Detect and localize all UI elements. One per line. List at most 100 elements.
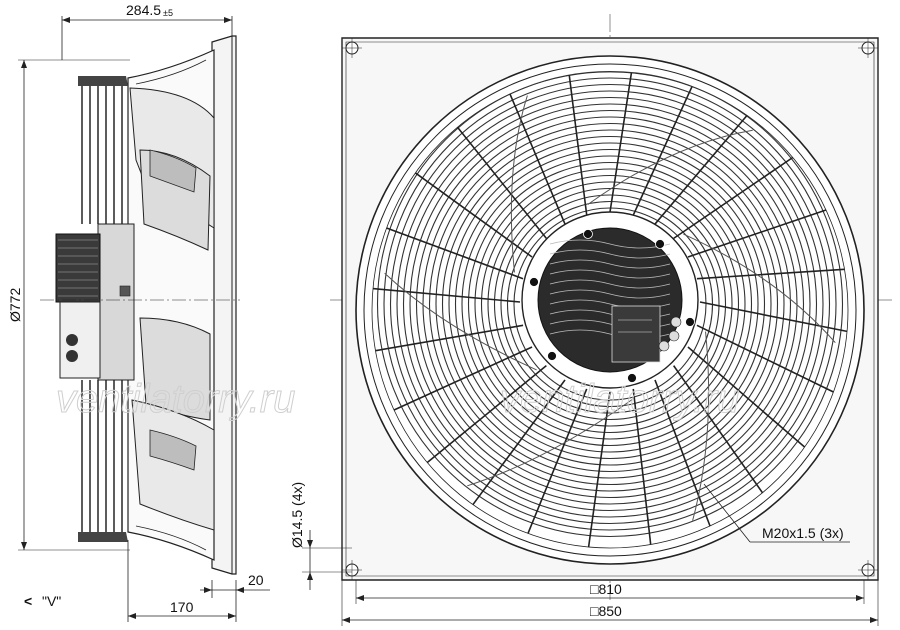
guard-spokes: [372, 72, 848, 548]
guard-spoke: [632, 388, 652, 545]
guard-spoke: [696, 324, 834, 393]
terminal-gland: [66, 334, 78, 346]
frame-outer-label: □850: [590, 603, 622, 619]
guard-ring: [422, 116, 798, 492]
guard-spoke: [696, 268, 845, 280]
watermark-right: ventilatorry.ru: [500, 377, 739, 421]
shaft-nut: [119, 285, 131, 297]
frame-inner-label: □810: [590, 581, 622, 597]
arrow-head: [21, 60, 27, 68]
arrow-head: [307, 572, 313, 580]
hub-bolt: [627, 373, 637, 383]
side-grille: [78, 76, 128, 542]
view-arrow-icon: <: [24, 593, 32, 609]
guard-ring: [493, 187, 727, 421]
cable-gland: [670, 316, 682, 328]
hub-pattern-line: [549, 289, 671, 299]
guard-ring: [415, 109, 805, 499]
motor-cooling-fins: [55, 233, 101, 303]
blade-detail: [149, 429, 197, 471]
guard-spoke: [687, 209, 827, 258]
grille-bottom: [78, 532, 128, 542]
front-view: Ø14.5 (4x) M20x1.5 (3x) □810 □850 ventil…: [289, 14, 892, 626]
arrow-head: [224, 17, 232, 23]
hub-bolt: [655, 239, 665, 249]
terminal-gland: [66, 350, 78, 362]
blade-curve: [692, 331, 710, 521]
guard-ring: [383, 77, 837, 531]
motor-hub: [537, 227, 683, 373]
guard-spoke: [609, 72, 633, 213]
guard-spoke: [426, 365, 547, 464]
arrow-head: [307, 540, 313, 548]
impeller-blades: [384, 95, 836, 521]
guard-spoke: [386, 227, 524, 280]
guard-spoke: [672, 365, 764, 494]
guard-spoke: [654, 379, 711, 527]
cable-gland: [668, 330, 680, 342]
view-label: "V": [42, 593, 61, 609]
guard-ring: [454, 148, 766, 460]
blade-curve: [467, 399, 633, 487]
guard-ring: [467, 161, 753, 447]
guard-ring: [435, 129, 785, 479]
hole-label: Ø14.5 (4x): [289, 482, 305, 548]
guard-ring: [396, 90, 824, 518]
guard-ring: [428, 122, 792, 486]
arrow-head: [204, 587, 212, 593]
grille-top: [78, 76, 128, 86]
guard-spoke: [632, 86, 693, 216]
blade-detail: [149, 149, 197, 193]
guard-spoke: [472, 379, 566, 506]
guard-spoke: [687, 346, 806, 448]
ring-contour: [135, 525, 207, 551]
guard-ring: [389, 83, 831, 525]
hub-bolt: [529, 277, 539, 287]
arrow-head: [236, 587, 244, 593]
side-view: 284.5 ±5 Ø772: [7, 2, 296, 622]
guard-spoke: [699, 301, 848, 333]
blade-curve: [683, 233, 836, 344]
guard-ring: [441, 135, 779, 473]
guard-ring: [480, 174, 740, 434]
hub-bolts: [529, 229, 695, 383]
hub-pattern-line: [549, 239, 671, 249]
frame-inner-edge: [345, 41, 875, 577]
thread-leader: [703, 483, 751, 543]
hub-bolt: [685, 317, 695, 327]
guard-ring: [448, 142, 772, 466]
depth-tolerance: ±5: [163, 8, 173, 18]
guard-spoke: [654, 114, 748, 225]
hub-bolt: [547, 351, 557, 361]
guard-spoke: [372, 287, 521, 303]
hub-pattern-line: [549, 259, 671, 269]
blade-curve: [587, 129, 753, 205]
hub-pattern-line: [549, 279, 671, 289]
guard-ring: [487, 181, 733, 427]
guard-ring: [500, 194, 720, 414]
ring-contour: [135, 59, 207, 85]
guard-spoke: [393, 346, 533, 411]
motor-body: [97, 223, 135, 381]
guard-spoke: [587, 391, 611, 548]
arrow-head: [128, 613, 136, 619]
blade-curve: [510, 95, 528, 273]
guard-spoke: [509, 93, 566, 225]
guard-ring: [376, 70, 844, 538]
terminal-box-front: [611, 305, 661, 363]
motor-fins: [58, 239, 98, 297]
diameter-label: Ø772: [7, 288, 23, 322]
guard-spoke: [673, 156, 794, 240]
guard-ring: [461, 155, 759, 453]
guard-ring: [474, 168, 746, 440]
guard-spoke: [568, 75, 588, 216]
arrow-head: [62, 17, 70, 23]
depth-label: 284.5: [126, 2, 161, 18]
blade-curve: [384, 272, 537, 371]
arrow-head: [356, 595, 364, 601]
thread-label: M20x1.5 (3x): [762, 525, 844, 541]
watermark-left: ventilatorry.ru: [56, 377, 295, 421]
cable-gland: [658, 340, 670, 352]
